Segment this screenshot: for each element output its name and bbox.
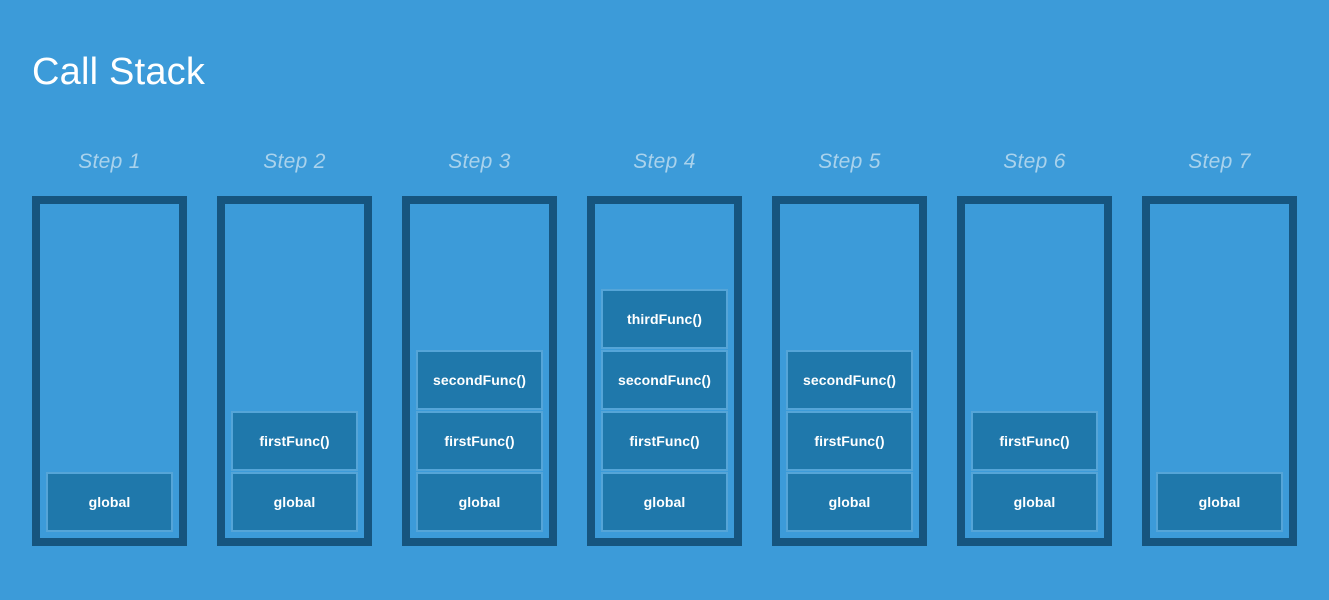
- stack-box[interactable]: firstFunc(): [231, 411, 358, 471]
- stack-box[interactable]: firstFunc(): [416, 411, 543, 471]
- step-label-3: Step 3: [448, 150, 511, 173]
- step-column-3: Step 3 secondFunc()firstFunc()global: [402, 144, 557, 546]
- stack-frame-7: global: [1142, 196, 1297, 546]
- stack-inner-2: firstFunc()global: [225, 204, 364, 538]
- step-label-4: Step 4: [633, 150, 696, 173]
- step-column-2: Step 2 firstFunc()global: [217, 144, 372, 546]
- stack-box[interactable]: global: [786, 472, 913, 532]
- stack-box[interactable]: firstFunc(): [601, 411, 728, 471]
- step-column-7: Step 7 global: [1142, 144, 1297, 546]
- stack-box[interactable]: global: [1156, 472, 1283, 532]
- stack-inner-4: thirdFunc()secondFunc()firstFunc()global: [595, 204, 734, 538]
- stack-inner-1: global: [40, 204, 179, 538]
- stack-box[interactable]: secondFunc(): [601, 350, 728, 410]
- stack-inner-7: global: [1150, 204, 1289, 538]
- step-column-6: Step 6 firstFunc()global: [957, 144, 1112, 546]
- stack-box[interactable]: global: [231, 472, 358, 532]
- stack-box[interactable]: secondFunc(): [416, 350, 543, 410]
- stack-inner-5: secondFunc()firstFunc()global: [780, 204, 919, 538]
- stack-frame-1: global: [32, 196, 187, 546]
- step-column-5: Step 5 secondFunc()firstFunc()global: [772, 144, 927, 546]
- stack-box[interactable]: global: [416, 472, 543, 532]
- stack-box[interactable]: secondFunc(): [786, 350, 913, 410]
- stack-box[interactable]: thirdFunc(): [601, 289, 728, 349]
- stack-box[interactable]: global: [601, 472, 728, 532]
- stack-inner-3: secondFunc()firstFunc()global: [410, 204, 549, 538]
- stack-frame-2: firstFunc()global: [217, 196, 372, 546]
- stack-frame-6: firstFunc()global: [957, 196, 1112, 546]
- stack-frame-4: thirdFunc()secondFunc()firstFunc()global: [587, 196, 742, 546]
- step-label-5: Step 5: [818, 150, 881, 173]
- step-label-6: Step 6: [1003, 150, 1066, 173]
- step-label-1: Step 1: [78, 150, 141, 173]
- stack-frame-5: secondFunc()firstFunc()global: [772, 196, 927, 546]
- stack-box[interactable]: global: [46, 472, 173, 532]
- page-title: Call Stack: [32, 51, 206, 93]
- stack-inner-6: firstFunc()global: [965, 204, 1104, 538]
- stack-box[interactable]: global: [971, 472, 1098, 532]
- step-column-4: Step 4 thirdFunc()secondFunc()firstFunc()…: [587, 144, 742, 546]
- stack-box[interactable]: firstFunc(): [971, 411, 1098, 471]
- step-column-1: Step 1 global: [32, 144, 187, 546]
- step-label-2: Step 2: [263, 150, 326, 173]
- step-label-7: Step 7: [1188, 150, 1251, 173]
- stack-frame-3: secondFunc()firstFunc()global: [402, 196, 557, 546]
- stack-box[interactable]: firstFunc(): [786, 411, 913, 471]
